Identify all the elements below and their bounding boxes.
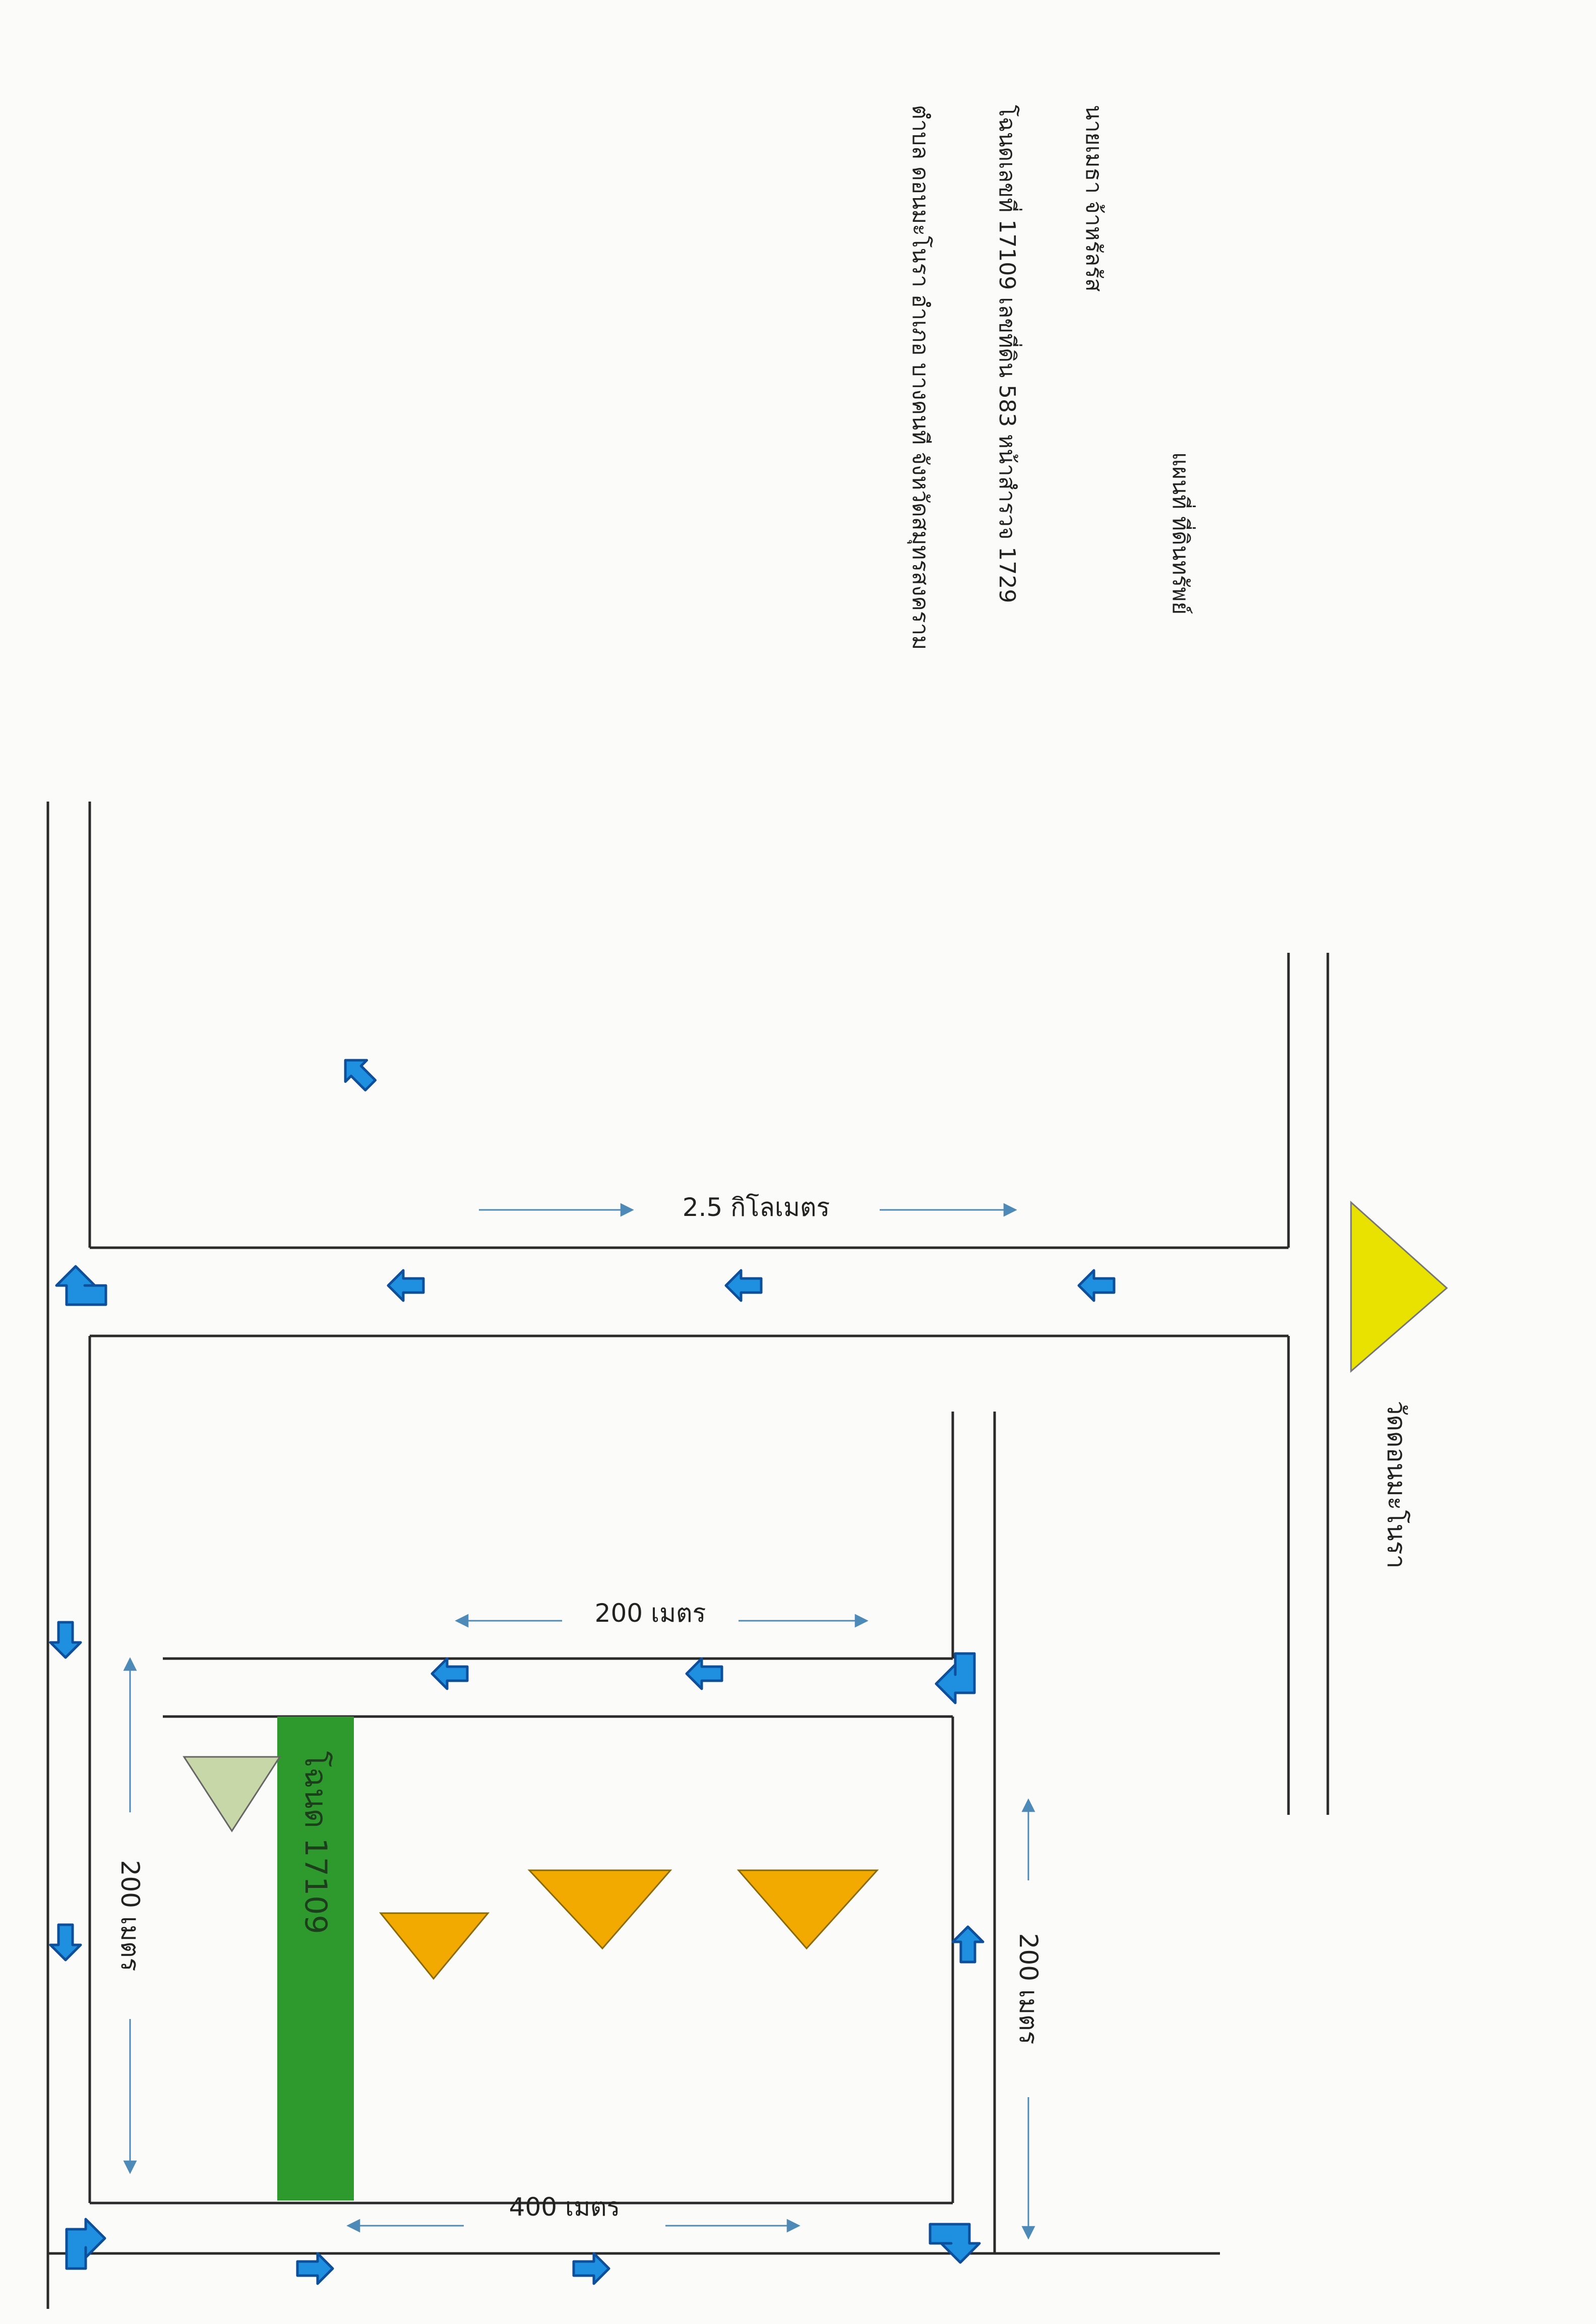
arrow-icon <box>953 1927 983 1962</box>
arrow-icon <box>388 1270 423 1301</box>
land-plot <box>277 1717 354 2200</box>
distance-label: 2.5 กิโลเมตร <box>682 1193 830 1222</box>
corner-arrow-icon <box>930 2224 979 2262</box>
address-line: ตำบล ดอนมะโนรา อำเภอ บางคนที จังหวัดสมุท… <box>907 105 933 650</box>
arrow-icon <box>297 2253 333 2284</box>
arrow-icon <box>50 1622 81 1658</box>
dimension-label-top: 200 เมตร <box>594 1599 706 1628</box>
pale-marker-icon <box>182 1756 281 1832</box>
dimension-label-bottom: 400 เมตร <box>509 2192 621 2222</box>
arrow-icon <box>432 1659 467 1689</box>
roads <box>46 802 1329 2309</box>
orange-marker-icon <box>379 1912 490 1980</box>
arrow-icon <box>335 1050 381 1096</box>
dimension-label-right: 200 เมตร <box>1014 1933 1043 2045</box>
temple-label: วัดดอนมะโนรา <box>1382 1400 1411 1569</box>
direction-arrows <box>50 1050 1114 2284</box>
arrow-icon <box>574 2253 609 2284</box>
map-header: แผนที่ ที่ดินทรัพย์ นายเมธา จ้าหรัลรัส โ… <box>907 105 1193 962</box>
dimension-lines <box>123 1203 1035 2240</box>
arrow-icon <box>726 1270 761 1301</box>
orange-marker-icon <box>736 1869 879 1950</box>
arrow-icon <box>1079 1270 1114 1301</box>
owner-name: นายเมธา จ้าหรัลรัส <box>1081 105 1107 292</box>
corner-arrow-icon <box>936 1654 974 1703</box>
plot-label: โฉนด 17109 <box>298 1751 333 1934</box>
arrow-icon <box>50 1925 81 1960</box>
map-title: แผนที่ ที่ดินทรัพย์ <box>1168 452 1193 615</box>
orange-marker-icon <box>527 1869 672 1950</box>
corner-arrow-icon <box>67 2219 105 2269</box>
arrow-icon <box>687 1659 722 1689</box>
deed-line: โฉนดเลขที่ 17109 เลขที่ดิน 583 หน้าสำรวจ… <box>994 105 1020 603</box>
dimension-label-left: 200 เมตร <box>115 1860 145 1972</box>
temple-marker-icon <box>1350 1200 1448 1373</box>
corner-arrow-icon <box>56 1266 106 1305</box>
